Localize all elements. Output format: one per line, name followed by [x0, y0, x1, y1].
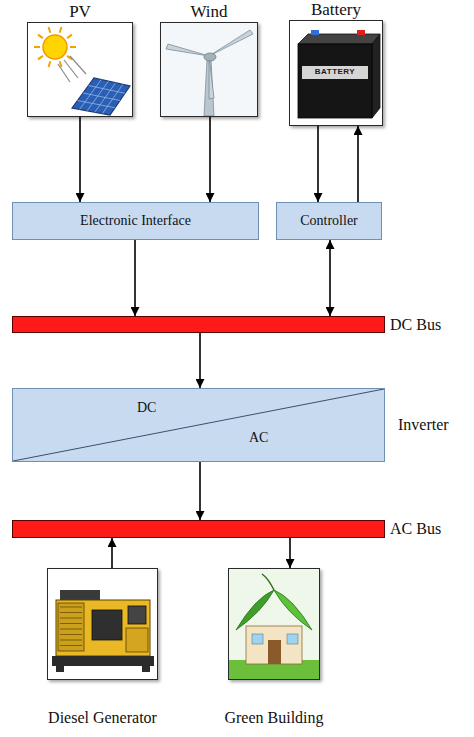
sun-ray	[70, 46, 76, 48]
grille-bar	[60, 607, 82, 608]
sun-ray	[67, 35, 72, 39]
grille-bar	[60, 640, 82, 641]
building-image-box: Green Building	[228, 568, 320, 680]
controller-box: Controller	[276, 202, 382, 240]
connector-arrow	[111, 538, 113, 568]
engine-block	[92, 610, 122, 640]
bus-label: DC Bus	[390, 315, 441, 333]
panel-cell-line	[89, 86, 126, 94]
connector-arrow	[209, 117, 211, 202]
pv-illustration	[28, 23, 132, 116]
light-ray	[70, 56, 86, 74]
sun-ray	[60, 27, 62, 33]
turbine-blade	[166, 44, 209, 56]
turbine-blade	[209, 30, 253, 56]
bus-label: AC Bus	[390, 520, 441, 538]
sun-ray	[49, 61, 51, 67]
sun-rays	[34, 27, 76, 67]
grille-bar	[60, 629, 82, 630]
bus-bar: AC Bus	[12, 520, 385, 538]
inverter-label: AC	[249, 430, 268, 446]
battery-body	[298, 44, 372, 118]
connector-arrow	[134, 240, 136, 316]
turbine-blade	[209, 56, 214, 99]
sun	[43, 35, 67, 59]
house-wall	[246, 626, 302, 664]
radiator-grille	[60, 607, 82, 646]
grille-bar	[60, 612, 82, 613]
grille-bar	[60, 645, 82, 646]
solar-panel	[72, 78, 130, 115]
alternator	[126, 628, 148, 652]
connector-arrow	[289, 538, 291, 568]
battery-print: BATTERY	[302, 67, 368, 76]
inverter-label: DC	[137, 400, 156, 416]
generator-foot	[56, 666, 64, 672]
connector-arrow	[79, 117, 81, 202]
wind-image-box: Wind	[160, 22, 258, 117]
house-door	[268, 640, 281, 664]
panel-grid	[78, 80, 126, 114]
wind-ground	[161, 23, 257, 116]
grille-bar	[60, 618, 82, 619]
interface-box: Electronic Interface	[12, 202, 259, 240]
connector-arrow	[317, 126, 319, 202]
panel-cell-line	[83, 93, 120, 101]
generator-image-box: Diesel Generator	[47, 568, 158, 680]
diesel-generator-illustration	[48, 569, 157, 679]
leaf-roof	[274, 590, 312, 630]
sun-ray	[38, 56, 43, 60]
building-ground	[229, 569, 319, 679]
sun-ray	[49, 27, 51, 33]
bus-bar: DC Bus	[12, 316, 385, 333]
negative-terminal	[311, 30, 319, 35]
house-window	[287, 634, 298, 644]
box-label: Electronic Interface	[80, 213, 191, 229]
connector-arrow	[199, 462, 201, 520]
grille-bar	[60, 623, 82, 624]
control-panel	[128, 606, 146, 624]
generator-body	[56, 600, 150, 656]
sun-ray	[38, 35, 43, 39]
inverter-box: DCACInverter	[12, 388, 385, 462]
pv-image-box: PV	[27, 22, 133, 117]
positive-terminal	[357, 30, 365, 35]
leaf-roof	[236, 590, 274, 630]
connector-arrow	[329, 240, 331, 316]
generator-base	[52, 656, 154, 666]
panel-cell-line	[78, 101, 116, 108]
generator-foot	[142, 666, 150, 672]
image-caption: Green Building	[224, 709, 323, 727]
pv-ground	[28, 23, 132, 116]
battery-label-band	[302, 66, 368, 79]
image-caption: Wind	[190, 2, 227, 22]
battery-side	[372, 34, 380, 118]
battery-illustration	[290, 21, 382, 125]
connector-arrow	[357, 126, 359, 202]
image-caption: PV	[69, 2, 91, 22]
connector-arrow	[199, 333, 201, 388]
battery-ground	[290, 21, 382, 125]
box-label: Controller	[300, 213, 358, 229]
image-caption: Diesel Generator	[48, 709, 157, 727]
generator-ground	[48, 569, 157, 679]
battery-lid	[298, 34, 380, 44]
image-caption: Battery	[311, 0, 361, 20]
green-building-illustration	[229, 569, 319, 679]
inverter-diagonal	[13, 389, 384, 461]
leaf-stem	[262, 574, 274, 590]
inverter-label: Inverter	[398, 416, 449, 434]
radiator	[58, 603, 84, 651]
turbine-hub	[204, 53, 216, 61]
diagonal-line	[13, 389, 384, 461]
wind-illustration	[161, 23, 257, 116]
light-ray	[58, 64, 70, 82]
sun-ray	[34, 46, 40, 48]
house-window	[252, 634, 263, 644]
grille-bar	[60, 634, 82, 635]
